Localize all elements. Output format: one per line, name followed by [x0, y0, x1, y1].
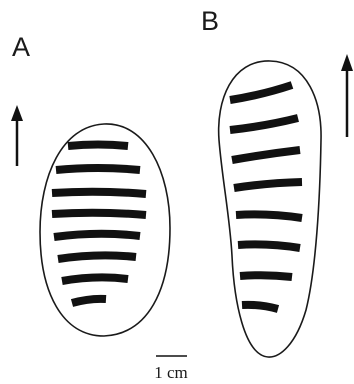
panel-a-stripe — [54, 234, 140, 237]
panel-a-stripe — [52, 192, 146, 194]
panel-b-label: B — [201, 6, 219, 36]
arrow-up-icon — [11, 105, 23, 121]
scale-bar: 1 cm — [154, 356, 188, 382]
panel-b-outline — [219, 61, 321, 357]
panel-b-stripe — [236, 214, 302, 218]
panel-b-stripe — [240, 275, 292, 277]
panel-b-direction-arrow — [341, 54, 353, 137]
panel-a-stripe — [52, 213, 146, 215]
panel-b-stripe — [238, 244, 300, 248]
arrow-up-icon — [341, 54, 353, 71]
panel-a-label: A — [12, 32, 30, 62]
panel-a-direction-arrow — [11, 105, 23, 166]
scale-bar-label: 1 cm — [154, 363, 188, 382]
panel-a: A — [11, 32, 170, 336]
panel-a-stripe — [58, 255, 136, 259]
panel-b-stripe — [242, 305, 278, 309]
panel-a-stripe — [68, 145, 128, 147]
panel-a-stripe — [56, 168, 140, 170]
panel-b: B — [201, 6, 353, 357]
panel-a-stripe — [72, 299, 106, 303]
panel-a-stripe — [62, 277, 128, 281]
